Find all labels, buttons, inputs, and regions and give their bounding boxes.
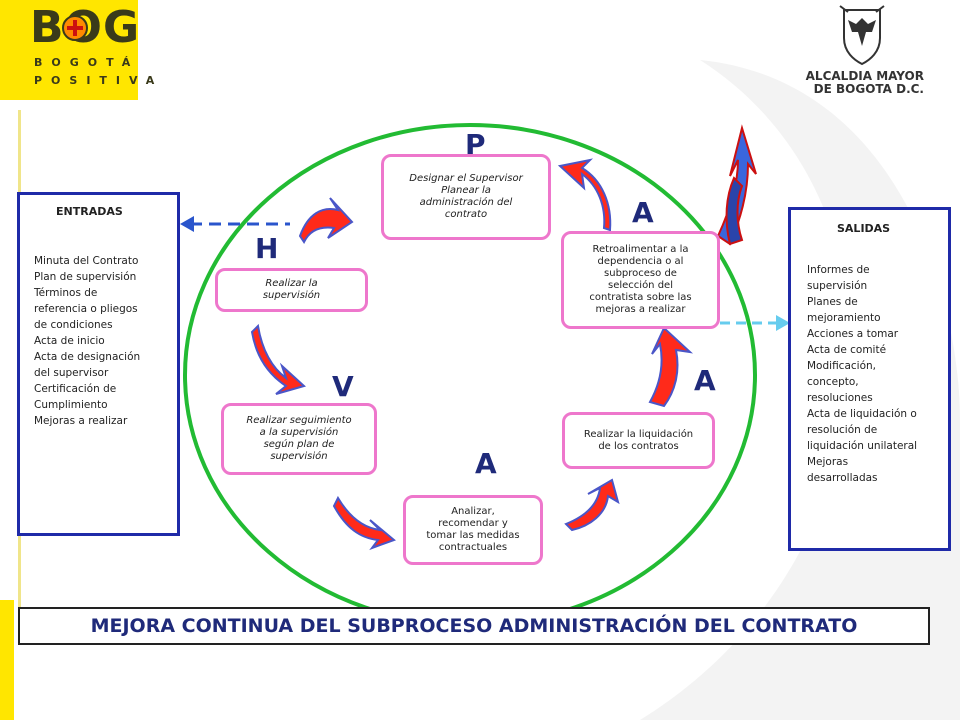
salidas-arrowhead [776,315,790,331]
box-retroalimentar-line-6: mejoras a realizar [595,304,686,315]
letter-a-liquidar: A [694,364,716,397]
plus-badge-icon [62,15,88,41]
salidas-item: desarrolladas [807,472,878,484]
box-verificar: Realizar seguimiento a la supervisión se… [221,403,377,475]
salidas-item: concepto, [807,376,859,388]
entradas-item: Cumplimiento [34,399,108,411]
box-retroalimentar-line-3: subproceso de [604,268,677,279]
salidas-item: Informes de [807,264,870,276]
box-verificar-line-3: según plan de [263,439,335,450]
feedback-arrow [716,124,757,246]
box-planear-line-4: contrato [444,209,488,220]
letter-a-analizar: A [475,447,497,480]
alcaldia-line-2: DE BOGOTA D.C. [813,82,924,96]
salidas-item: Planes de [807,296,858,308]
box-liquidar-line-2: de los contratos [598,440,679,452]
bogota-positiva-logo: BOG BOGOTÁ POSITIVA [0,0,154,100]
box-analizar-line-2: recomendar y [438,518,508,529]
box-planear-line-2: Planear la [441,185,491,196]
box-liquidar-line-1: Realizar la liquidación [583,428,694,440]
salidas-list: Informes de supervisión Planes de mejora… [807,262,917,486]
salidas-panel: SALIDAS Informes de supervisión Planes d… [788,207,951,551]
box-verificar-line-4: supervisión [270,451,328,462]
salidas-item: Acta de liquidación o [807,408,917,420]
letter-v: V [332,370,354,403]
box-analizar-line-4: contractuales [438,542,508,553]
entradas-item: Acta de inicio [34,335,105,347]
box-retroalimentar-line-2: dependencia o al [597,256,684,267]
alcaldia-line-1: ALCALDIA MAYOR [805,69,924,83]
box-planear-line-3: administración del [419,197,513,208]
arrow-a2-to-a3 [648,326,694,408]
entradas-item: Minuta del Contrato [34,255,139,267]
box-hacer: Realizar la supervisión [215,268,368,312]
box-verificar-line-1: Realizar seguimiento [246,415,352,426]
entradas-item: Certificación de [34,383,117,395]
entradas-item: Términos de [34,287,98,299]
salidas-item: Modificación, [807,360,876,372]
arrow-p-to-h [298,197,354,244]
box-analizar-line-1: Analizar, [451,506,495,517]
letter-p: P [465,128,486,161]
arrow-a1-to-a2 [564,478,620,532]
salidas-item: supervisión [807,280,868,292]
box-hacer-line-2: supervisión [262,290,321,301]
title-banner: MEJORA CONTINUA DEL SUBPROCESO ADMINISTR… [18,607,930,645]
salidas-item: liquidación unilateral [807,440,918,452]
salidas-item: Mejoras [807,456,849,468]
salidas-item: resoluciones [807,392,873,404]
box-hacer-line-1: Realizar la [265,278,318,289]
box-planear: Designar el Supervisor Planear la admini… [381,154,551,240]
bogota-logo-text: BOGOTÁ [34,56,140,69]
box-analizar-line-3: tomar las medidas [426,530,520,541]
entradas-panel: ENTRADAS Minuta del Contrato Plan de sup… [17,192,180,536]
salidas-item: Acta de comité [807,344,887,356]
box-verificar-line-2: a la supervisión [259,427,339,438]
box-analizar: Analizar, recomendar y tomar las medidas… [403,495,543,565]
salidas-title: SALIDAS [837,222,891,235]
box-retroalimentar-line-1: Retroalimentar a la [592,244,689,255]
entradas-item: Acta de designación [34,351,141,363]
box-retroalimentar: Retroalimentar a la dependencia o al sub… [561,231,720,329]
arrow-a3-to-p [557,158,612,232]
box-planear-line-1: Designar el Supervisor [409,173,523,184]
box-retroalimentar-line-4: selección del [608,280,673,291]
letter-a-retroalimentar: A [632,196,654,229]
entradas-title: ENTRADAS [56,205,123,218]
entradas-item: referencia o pliegos [34,303,138,315]
entradas-item: Plan de supervisión [34,271,137,283]
box-retroalimentar-line-5: contratista sobre las [589,292,692,303]
letter-h: H [255,232,279,265]
alcaldia-logo: ALCALDIA MAYOR DE BOGOTA D.C. [784,70,924,96]
arrow-v-to-a1 [332,495,396,551]
arrow-h-to-v [250,323,307,395]
entradas-item: Mejoras a realizar [34,415,128,427]
salidas-item: Acciones a tomar [807,328,899,340]
salidas-item: mejoramiento [807,312,881,324]
box-liquidar: Realizar la liquidación de los contratos [562,412,715,469]
entradas-item: del supervisor [34,367,109,379]
entradas-item: de condiciones [34,319,113,331]
salidas-item: resolución de [807,424,878,436]
entradas-list: Minuta del Contrato Plan de supervisión … [34,253,140,429]
entradas-arrowhead [180,216,194,232]
positiva-logo-text: POSITIVA [34,74,164,87]
coat-of-arms-icon [839,5,885,66]
